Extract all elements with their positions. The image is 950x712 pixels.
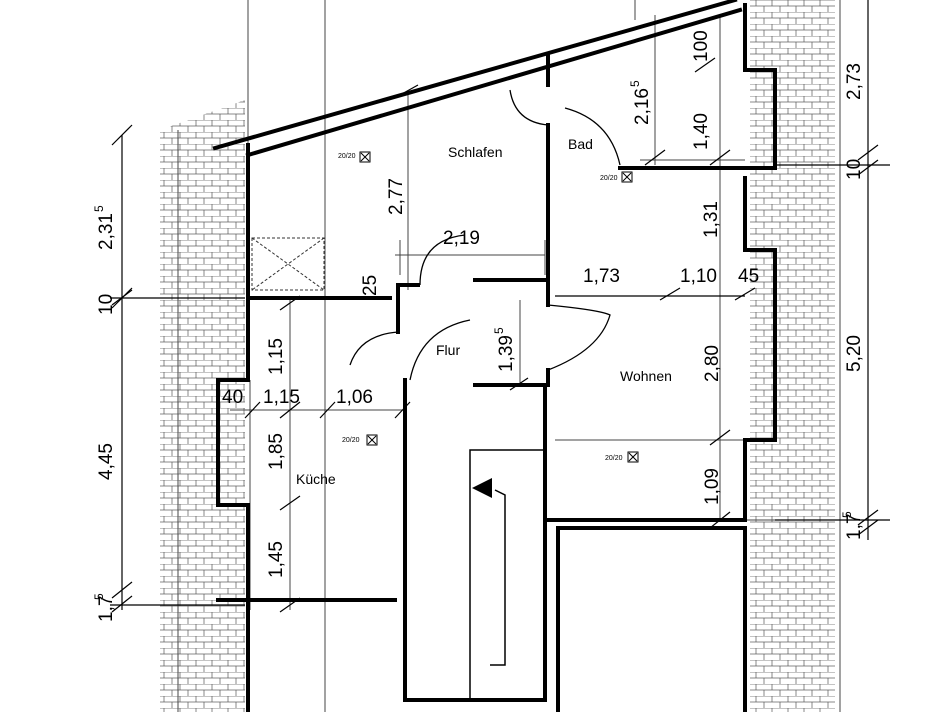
stair-arrow-icon — [472, 478, 492, 498]
dim-100: 100 — [691, 30, 712, 62]
dim-1-10: 1,10 — [680, 266, 717, 287]
room-label-schlafen: Schlafen — [448, 144, 502, 160]
dim-right-5-20: 5,20 — [844, 335, 865, 372]
dim-2-77: 2,77 — [386, 178, 407, 215]
dim-1-45: 1,45 — [266, 541, 287, 578]
dim-2-16: 2,16 5 — [628, 80, 653, 125]
dim-25: 25 — [360, 275, 381, 296]
vent-label: 20/20 — [600, 175, 618, 182]
room-label-wohnen: Wohnen — [620, 368, 672, 384]
dim-1-40: 1,40 — [691, 113, 712, 150]
dim-1-06: 1,06 — [336, 387, 373, 408]
dim-left-2-31: 2,31 5 — [92, 205, 117, 250]
dim-left-1-7: 1,7 5 — [92, 593, 117, 622]
roof-tiles — [160, 0, 835, 712]
dim-2-80: 2,80 — [702, 345, 723, 382]
svg-text:5: 5 — [492, 327, 506, 334]
dim-right-1-7: 1,7 5 — [840, 511, 865, 540]
svg-text:1,7: 1,7 — [96, 596, 117, 622]
doors — [349, 89, 621, 381]
svg-text:1,7: 1,7 — [844, 514, 865, 540]
dim-left-10: 10 — [96, 294, 117, 315]
vent-bad: 20/20 — [600, 171, 633, 183]
dim-1-73: 1,73 — [583, 266, 620, 287]
vent-label: 20/20 — [342, 437, 360, 444]
vent-label: 20/20 — [605, 455, 623, 462]
dim-right-10: 10 — [844, 159, 865, 180]
dim-left-4-45: 4,45 — [96, 443, 117, 480]
walls — [212, 0, 777, 712]
svg-text:5: 5 — [92, 593, 106, 600]
room-label-kueche: Küche — [296, 471, 336, 487]
dim-45: 45 — [738, 266, 759, 287]
dim-2-19: 2,19 — [443, 228, 480, 249]
svg-text:2,31: 2,31 — [96, 213, 117, 250]
svg-text:2,16: 2,16 — [632, 88, 653, 125]
room-label-flur: Flur — [436, 342, 460, 358]
skylight — [251, 237, 325, 291]
dim-40: 40 — [222, 387, 243, 408]
vent-schlafen: 20/20 — [338, 151, 371, 163]
vent-kueche: 20/20 — [342, 434, 378, 446]
dim-1-15-h: 1,15 — [263, 387, 300, 408]
dim-1-31: 1,31 — [701, 201, 722, 238]
dim-right-2-73: 2,73 — [844, 63, 865, 100]
svg-text:5: 5 — [92, 205, 106, 212]
vent-label: 20/20 — [338, 153, 356, 160]
svg-text:1,39: 1,39 — [496, 335, 517, 372]
room-label-bad: Bad — [568, 136, 593, 152]
vent-wohnen: 20/20 — [605, 451, 639, 463]
dim-1-85: 1,85 — [266, 433, 287, 470]
dim-1-09: 1,09 — [702, 468, 723, 505]
svg-text:5: 5 — [840, 511, 854, 518]
stairs — [469, 449, 546, 701]
svg-text:5: 5 — [628, 80, 642, 87]
dim-1-15-v: 1,15 — [266, 338, 287, 375]
dimension-lines — [110, 0, 890, 613]
dim-1-39: 1,39 5 — [492, 327, 517, 372]
